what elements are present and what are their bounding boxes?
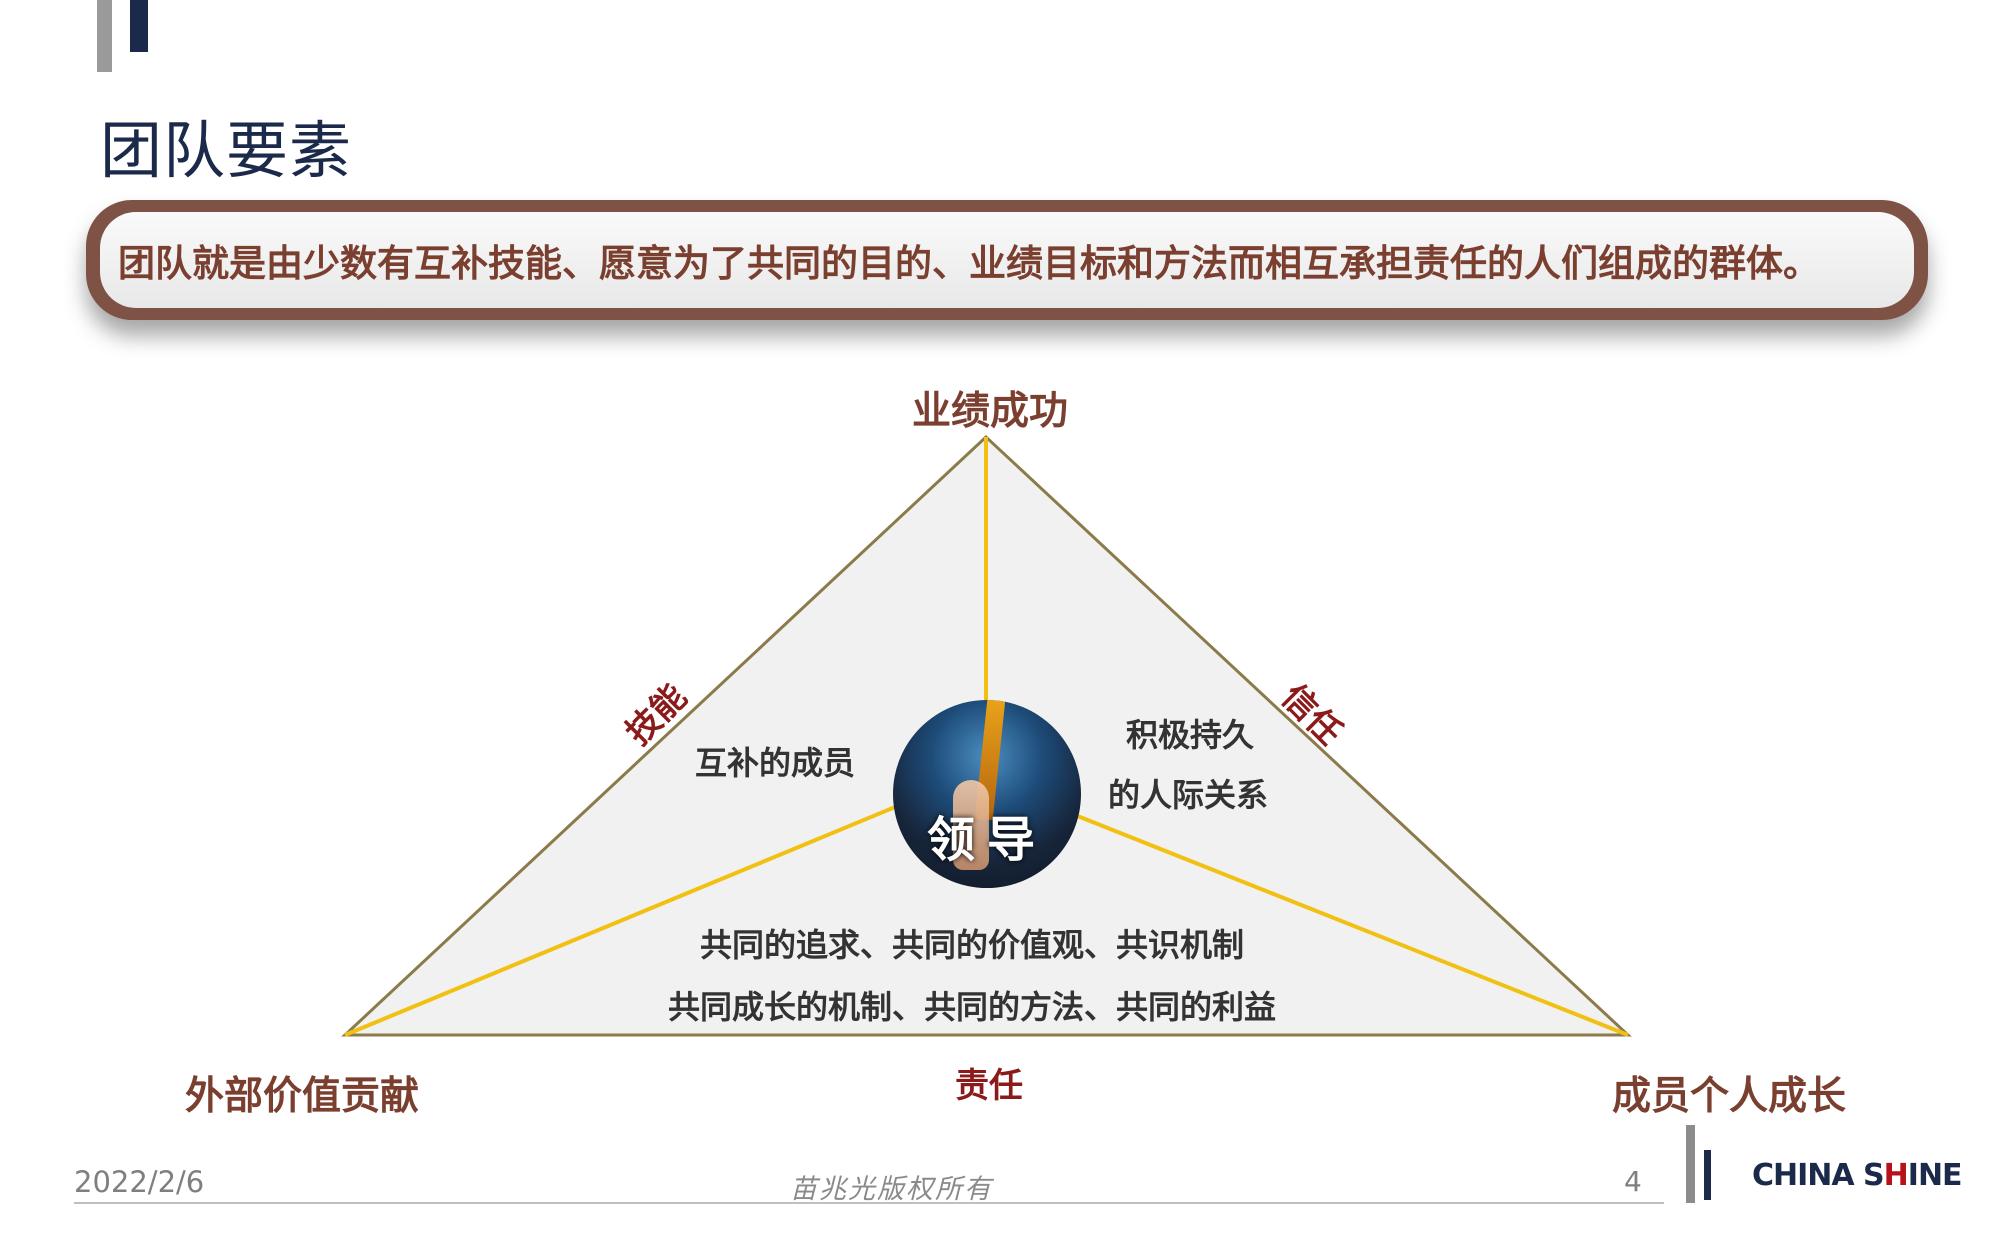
definition-text: 团队就是由少数有互补技能、愿意为了共同的目的、业绩目标和方法而相互承担责任的人们… (118, 242, 1820, 285)
footer-date: 2022/2/6 (74, 1165, 205, 1199)
company-logo: CHINA SHINE (1752, 1158, 1963, 1193)
footer-copyright: 苗兆光版权所有 (790, 1174, 993, 1205)
region-right-line2: 的人际关系 (1108, 776, 1269, 814)
definition-panel: 团队就是由少数有互补技能、愿意为了共同的目的、业绩目标和方法而相互承担责任的人们… (100, 212, 1914, 308)
spoke-right (1074, 813, 1629, 1037)
vertex-label-left: 外部价值贡献 (185, 1074, 420, 1119)
definition-banner: 团队就是由少数有互补技能、愿意为了共同的目的、业绩目标和方法而相互承担责任的人们… (86, 200, 1928, 320)
logo-mark: H (1883, 1158, 1909, 1193)
region-right-line1: 积极持久 (1126, 716, 1255, 754)
edge-label-bottom: 责任 (955, 1066, 1023, 1106)
leader-image: 领导 (893, 700, 1081, 888)
leader-label: 领导 (926, 812, 1047, 868)
vertex-label-top: 业绩成功 (912, 389, 1069, 434)
footer-divider (74, 1202, 1664, 1204)
page-number: 4 (1624, 1165, 1642, 1198)
hand-graphic (953, 780, 989, 870)
region-bottom-line1: 共同的追求、共同的价值观、共识机制 (700, 926, 1245, 964)
region-left-text: 互补的成员 (695, 744, 856, 782)
footer-bar-gray (1686, 1125, 1695, 1203)
header-bar-gray (97, 0, 112, 72)
vertex-label-right: 成员个人成长 (1612, 1074, 1847, 1119)
region-bottom-line2: 共同成长的机制、共同的方法、共同的利益 (668, 988, 1277, 1026)
header-bar-navy (130, 0, 148, 52)
spoke-left (344, 803, 901, 1037)
footer-bar-navy (1704, 1150, 1711, 1200)
page-title: 团队要素 (100, 114, 353, 187)
